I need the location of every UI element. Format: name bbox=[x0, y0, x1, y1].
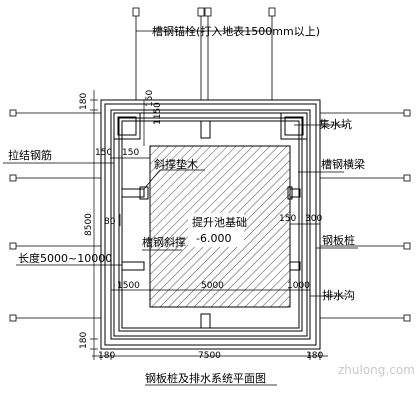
brace-left-1 bbox=[121, 188, 145, 198]
channel-brace-label: 槽钢斜撑 bbox=[142, 235, 186, 249]
dim-1500: 1500 bbox=[117, 281, 140, 291]
bolt-head-left-1 bbox=[9, 109, 17, 117]
drain-ditch-inner bbox=[113, 112, 308, 337]
dim-150-b: 150 bbox=[122, 148, 139, 158]
pit-foundation-label: 提升池基础 bbox=[192, 216, 247, 229]
sump-top-right bbox=[280, 112, 308, 140]
drain-ditch-outer bbox=[110, 109, 311, 340]
brace-left-2 bbox=[121, 261, 145, 271]
anchor-bolt-label: 槽钢锚栓(打入地表1500mm以上) bbox=[152, 24, 320, 38]
bolt-head-left-3 bbox=[9, 242, 17, 250]
outer-wall-inner-line bbox=[104, 103, 317, 346]
drain-ditch-label: 排水沟 bbox=[322, 288, 355, 302]
bolt-head-1 bbox=[132, 7, 140, 17]
bolt-head-right-2 bbox=[403, 174, 411, 182]
brace-right-1 bbox=[289, 188, 301, 198]
dimension-lines bbox=[90, 90, 328, 360]
dim-top-1150: 1150 bbox=[153, 102, 163, 125]
dim-right-150: 150 bbox=[279, 214, 296, 224]
dim-right-300: 300 bbox=[305, 214, 322, 224]
dim-5000: 5000 bbox=[201, 281, 224, 291]
brace-bottom bbox=[200, 313, 211, 329]
sump-top-left bbox=[113, 112, 141, 140]
pit-foundation-label-bg bbox=[188, 213, 244, 247]
dim-bottom-180b: 180 bbox=[306, 351, 323, 361]
dim-bottom-7500: 7500 bbox=[198, 351, 221, 361]
anchor-bolt-lines bbox=[9, 7, 411, 322]
channel-braces bbox=[121, 120, 301, 329]
tie-rebar-label: 拉结钢筋 bbox=[8, 148, 52, 162]
watermark: zhulong.com bbox=[338, 363, 415, 377]
bolt-head-right-4 bbox=[403, 314, 411, 322]
leader-lines bbox=[3, 124, 358, 386]
elevation-label: -6.000 bbox=[196, 232, 231, 245]
dim-bottom-left-180: 180 bbox=[79, 332, 89, 349]
brace-right-2 bbox=[289, 261, 301, 271]
dim-150-a: 150 bbox=[95, 148, 112, 158]
outer-wall bbox=[100, 99, 321, 350]
brace-block-left bbox=[139, 186, 149, 200]
sump-label: 集水坑 bbox=[319, 117, 352, 131]
bolt-head-right-3 bbox=[403, 242, 411, 250]
bolt-head-4 bbox=[268, 7, 276, 17]
dim-bottom-180a: 180 bbox=[98, 351, 115, 361]
dim-1000: 1000 bbox=[287, 281, 310, 291]
brace-top bbox=[200, 120, 211, 139]
dim-top-150: 150 bbox=[145, 90, 155, 107]
sump-top-left-inner bbox=[117, 116, 137, 136]
sump-pits bbox=[113, 112, 308, 140]
waling-ring-outer bbox=[118, 117, 303, 332]
bolt-head-left-2 bbox=[9, 174, 17, 182]
bolt-head-left-4 bbox=[9, 314, 17, 322]
foundation bbox=[149, 145, 291, 308]
bolt-head-2 bbox=[197, 7, 205, 17]
sheet-pile-label: 钢板桩 bbox=[322, 233, 355, 247]
sheet-pile-walls bbox=[100, 99, 321, 350]
drawing-title: 钢板桩及排水系统平面图 bbox=[145, 371, 266, 385]
length-range-label: 长度5000~10000 bbox=[18, 251, 112, 265]
brace-block-right bbox=[287, 186, 293, 200]
brace-block-label: 斜撑垫木 bbox=[154, 157, 198, 171]
dim-80: 80 bbox=[104, 217, 116, 227]
bolt-head-3 bbox=[204, 7, 212, 17]
dim-top-left-180: 180 bbox=[79, 93, 89, 110]
bolt-head-right-1 bbox=[403, 109, 411, 117]
dim-height-8500: 8500 bbox=[84, 213, 94, 236]
waling-label: 槽钢横梁 bbox=[321, 157, 365, 171]
leader-brace-block bbox=[143, 169, 161, 190]
sump-top-right-inner bbox=[284, 116, 304, 136]
